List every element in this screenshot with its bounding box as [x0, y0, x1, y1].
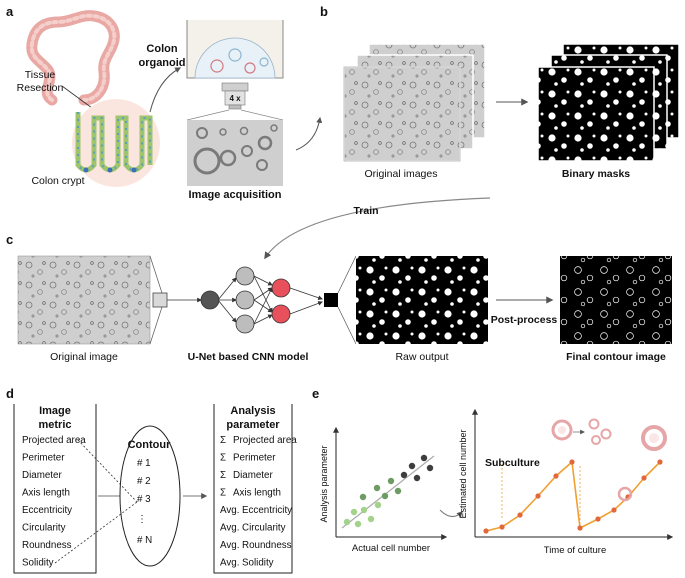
out-zoom-bottom — [337, 306, 357, 345]
colon-illustration — [26, 10, 120, 106]
parameter-prefix: Σ — [220, 488, 226, 499]
parameter-item: Perimeter — [233, 453, 276, 464]
image-metric-title-2: metric — [38, 419, 71, 431]
metric-box — [13, 404, 97, 574]
contour-item: # N — [137, 535, 152, 546]
metric-item: Roundness — [22, 540, 72, 551]
metric-item: Axis length — [22, 488, 70, 499]
zoom-line-top — [149, 255, 163, 294]
tissue-resection-label-1: Tissue — [25, 69, 56, 81]
panel-label-d: d — [6, 386, 14, 401]
panel-label-b: b — [320, 4, 328, 19]
parameter-prefix: Avg. — [220, 540, 239, 551]
contour-ellipse — [119, 425, 181, 567]
metric-item: Solidity — [22, 558, 54, 569]
growth-ylabel: Estimated cell number — [458, 429, 468, 518]
organoid-icons — [551, 418, 667, 502]
parameter-prefix: Avg. — [220, 523, 239, 534]
parameter-item: Diameter — [233, 470, 273, 481]
colon-crypt-illustration — [72, 99, 160, 187]
parameter-prefix: Avg. — [220, 558, 239, 569]
contour-title: Contour — [128, 439, 171, 451]
parameter-box — [213, 404, 293, 574]
parameter-item: Solidity — [242, 558, 274, 569]
contour-item: # 1 — [137, 458, 151, 469]
crypt-to-organoid-arrow — [149, 67, 182, 113]
out-zoom-top — [337, 255, 357, 294]
panel-label-e: e — [312, 386, 319, 401]
original-images-stack — [343, 43, 486, 162]
parameter-item: Circularity — [242, 523, 286, 534]
magnify-line-right — [240, 109, 284, 121]
parameter-prefix: Σ — [220, 470, 226, 481]
acquired-image — [187, 120, 283, 186]
cnn-network — [167, 266, 323, 334]
objective-label: 4 x — [229, 94, 241, 103]
contour-item: # 3 — [137, 494, 151, 505]
scatter-ylabel: Analysis parameter — [319, 445, 329, 522]
raw-output-label: Raw output — [395, 351, 448, 363]
zoom-line-bottom — [149, 306, 163, 345]
solidity-link — [54, 501, 138, 564]
parameter-item: Axis length — [233, 488, 281, 499]
input-patch — [152, 292, 168, 308]
parameter-item: Projected area — [233, 435, 297, 446]
contour-list: # 1 # 2 # 3 ⋮ # N — [137, 458, 152, 546]
c-original-image-label: Original image — [50, 351, 118, 363]
analysis-title-2: parameter — [226, 419, 280, 431]
train-arrow — [264, 197, 491, 260]
binary-masks-stack — [537, 43, 680, 162]
culture-dish — [186, 20, 284, 79]
parameter-prefix: Avg. — [220, 505, 239, 516]
colon-organoid-label-2: organoid — [138, 57, 185, 69]
scatter-trendline — [341, 455, 435, 529]
parameter-item: Eccentricity — [242, 505, 292, 516]
final-contour-image — [560, 256, 672, 344]
post-process-label: Post-process — [491, 314, 558, 326]
metric-item: Projected area — [22, 435, 86, 446]
original-images-label: Original images — [365, 168, 438, 180]
c-original-image — [17, 255, 151, 345]
scatter-points — [343, 454, 434, 528]
contour-item: # 2 — [137, 476, 151, 487]
panel-label-c: c — [6, 232, 13, 247]
binary-masks-label: Binary masks — [562, 168, 630, 180]
tissue-resection-label-2: Resection — [17, 82, 64, 94]
magnify-line-left — [186, 109, 230, 121]
scatter-xlabel: Actual cell number — [352, 543, 430, 554]
image-acquisition-label: Image acquisition — [189, 189, 282, 201]
image-metric-title-1: Image — [39, 405, 71, 417]
cnn-model-label: U-Net based CNN model — [188, 351, 309, 363]
acquisition-to-images-arrow — [295, 116, 323, 151]
metric-item: Perimeter — [22, 453, 65, 464]
parameter-prefix: Σ — [220, 435, 226, 446]
growth-curve — [485, 460, 661, 532]
metric-item: Diameter — [22, 470, 62, 481]
panel-label-a: a — [6, 4, 14, 19]
colon-crypt-label: Colon crypt — [31, 175, 84, 187]
raw-output-image — [356, 256, 488, 344]
output-patch — [324, 293, 338, 307]
scatter-to-growth-arrow — [439, 509, 463, 518]
analysis-title-1: Analysis — [230, 405, 275, 417]
microscope-objective — [221, 82, 249, 110]
train-label: Train — [353, 205, 378, 217]
resection-pointer — [61, 85, 93, 109]
growth-xlabel: Time of culture — [544, 545, 606, 556]
contour-item: ⋮ — [137, 514, 147, 525]
subculture-label: Subculture — [485, 457, 540, 469]
colon-organoid-label-1: Colon — [146, 43, 177, 55]
final-contour-label: Final contour image — [566, 351, 666, 363]
metric-item: Circularity — [22, 523, 66, 534]
parameter-prefix: Σ — [220, 453, 226, 464]
growth-points — [483, 459, 663, 534]
metric-item: Eccentricity — [22, 505, 72, 516]
parameter-item: Roundness — [242, 540, 292, 551]
